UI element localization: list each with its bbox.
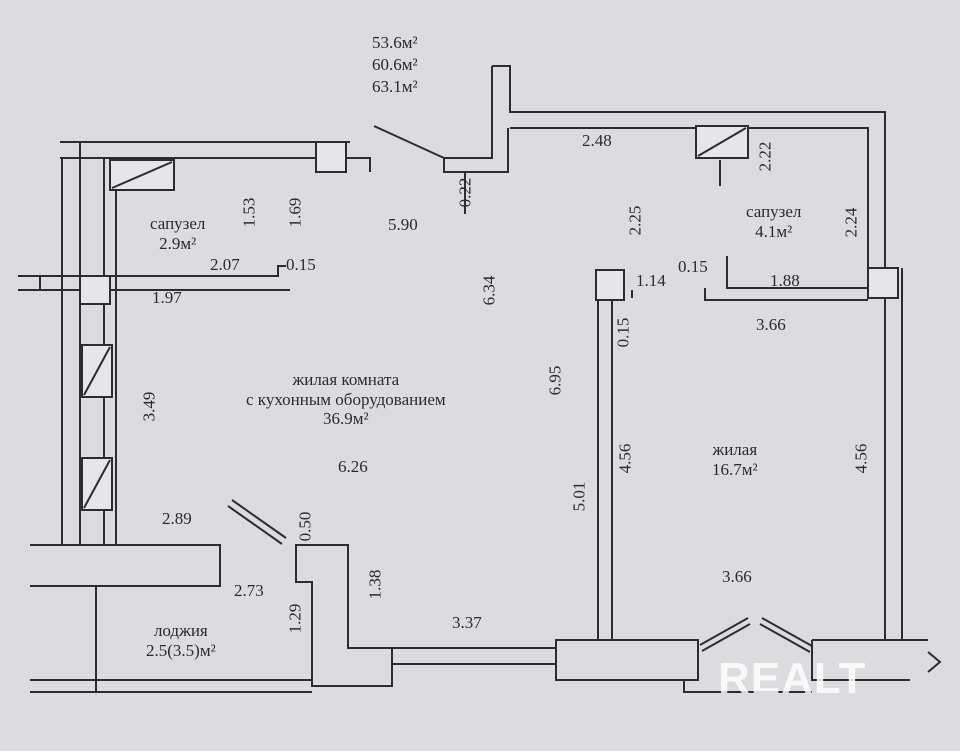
realt-watermark: REALT [718,654,867,703]
dim-label: 0.15 [613,317,633,348]
dim-label: 3.49 [139,391,159,422]
room-name: лоджия [153,621,208,640]
dim-label: 2.89 [162,509,192,528]
dim-label: 2.73 [234,581,264,600]
room-area: 2.5(3.5)м² [146,640,216,660]
wall-bedroom-left [597,269,625,640]
room-loggia: лоджия 2.5(3.5)м² [146,621,216,660]
vent-diagonal-left [111,161,173,189]
dim-label: 2.22 [755,141,775,172]
wall-right-outer [884,268,903,640]
wall-bathroom-left-top [60,141,371,172]
dim-label: 0.15 [678,257,708,276]
wall-bottom-right-block [555,639,699,681]
room-bathroom-left: сапузел 2.9м² [150,214,205,253]
wall-bottom-left [30,586,312,693]
total-area-1: 53.6м² [372,33,418,52]
room-bathroom-right: сапузел 4.1м² [746,202,801,241]
room-area: 2.9м² [159,233,197,253]
panel-diagonal-1 [83,346,111,396]
dim-label: 2.48 [582,131,612,150]
room-name-line1: жилая комната [292,370,400,389]
dim-label: 1.69 [285,197,305,228]
wall-top-right [492,65,886,268]
room-name: сапузел [746,202,802,221]
wall-left-outer [61,158,117,545]
door-leaf-right [759,617,813,653]
door-leaf-loggia [227,499,287,545]
room-name-line2: с кухонным оборудованием [246,389,446,409]
wall-column-bottom [295,544,393,687]
wall-top-right-inner [510,127,869,268]
total-areas: 53.6м² 60.6м² 63.1м² [372,32,418,97]
column-top-left [315,141,347,173]
total-area-3: 63.1м² [372,76,418,96]
wall-bottom-step [683,680,812,693]
total-area-2: 60.6м² [372,54,418,74]
dim-label: 4.56 [851,443,871,474]
dim-label: 2.24 [841,207,861,238]
door-leaf-left [699,617,751,652]
room-living-kitchen: жилая комната с кухонным оборудованием 3… [246,370,446,429]
wall-bathroom-right-bottom [704,256,868,301]
wall-left-bathroom-bottom [18,265,290,291]
wall-stub-top [443,66,509,173]
dim-label: 6.26 [338,457,368,476]
room-bedroom: жилая 16.7м² [712,440,758,479]
dim-label: 1.53 [239,197,259,228]
column-mid-left [79,275,111,305]
dim-label: 5.01 [569,481,589,512]
panel-diagonal-2 [83,459,111,509]
dim-label: 3.66 [756,315,786,334]
room-area: 4.1м² [755,221,793,241]
dim-label: 1.88 [770,271,800,290]
column-bedroom [595,269,625,301]
dim-label: 4.56 [615,443,635,474]
dim-label: 6.95 [545,365,565,396]
vent-diagonal-right [697,127,747,157]
leader-line [373,125,445,159]
dim-label: 2.07 [210,255,240,274]
wall-loggia-slab [30,544,221,587]
column-mid-right [867,267,899,299]
dim-label: 0.50 [295,511,315,542]
dim-label: 5.90 [388,215,418,234]
room-name: жилая [712,440,758,459]
dim-label: 6.34 [479,275,499,306]
wall-bottom-window [392,647,556,665]
room-area: 36.9м² [323,409,369,429]
dim-label: 3.37 [452,613,482,632]
dim-label: 3.66 [722,567,752,586]
room-name: сапузел [150,214,206,233]
dim-label: 1.97 [152,288,182,307]
wall-bottom-right-block2 [811,639,928,681]
dim-label: 0.22 [455,177,475,208]
room-area: 16.7м² [712,459,758,479]
dim-label: 1.29 [285,603,305,634]
dim-label: 2.25 [625,205,645,236]
tick-marks [39,160,942,673]
dim-label: 0.15 [286,255,316,274]
dim-label: 1.14 [636,271,666,290]
dim-label: 1.38 [365,569,385,600]
